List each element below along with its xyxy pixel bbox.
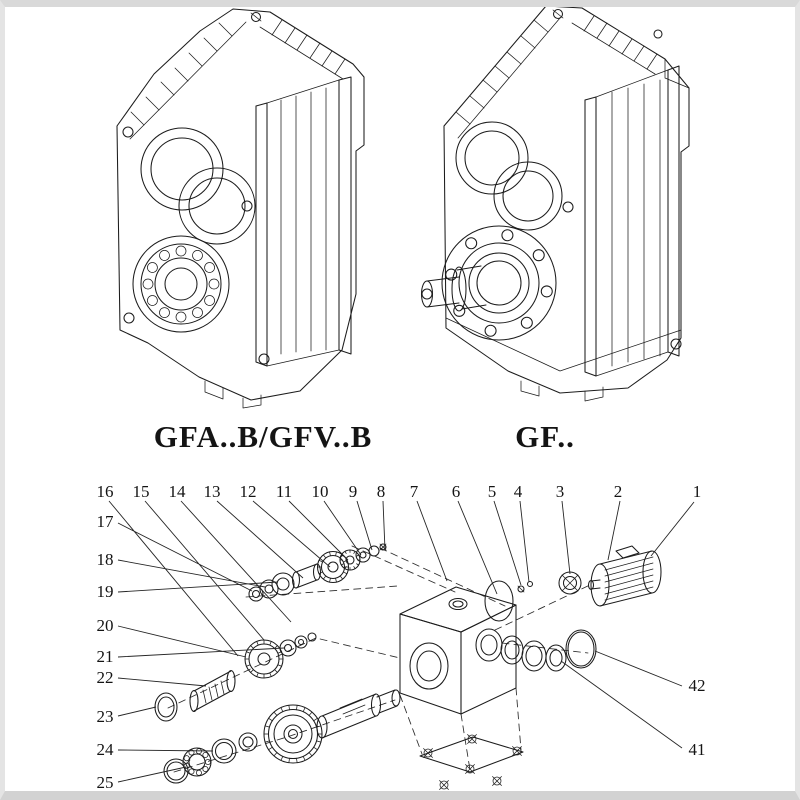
part-callout-18: 18 [97, 550, 114, 569]
gearbox-line-drawing-left [116, 8, 365, 409]
part-callout-42: 42 [689, 676, 706, 695]
part-callout-9: 9 [349, 482, 358, 501]
model-label-left: GFA..B/GFV..B [154, 419, 373, 454]
part-callout-22: 22 [97, 668, 114, 687]
part-callout-7: 7 [410, 482, 419, 501]
part-callout-12: 12 [240, 482, 257, 501]
part-callout-2: 2 [614, 482, 623, 501]
part-callout-11: 11 [276, 482, 292, 501]
part-callout-24: 24 [97, 740, 115, 759]
callout-leader-lines [108, 500, 695, 783]
part-callout-3: 3 [556, 482, 565, 501]
part-callout-8: 8 [377, 482, 386, 501]
model-label-right: GF.. [515, 419, 575, 454]
part-callout-1: 1 [693, 482, 702, 501]
part-callout-5: 5 [488, 482, 497, 501]
part-callout-16: 16 [97, 482, 114, 501]
part-callout-19: 19 [97, 582, 114, 601]
part-callout-17: 17 [97, 512, 115, 531]
bearing-balls-detail [142, 245, 220, 323]
part-callout-20: 20 [97, 616, 114, 635]
gearbox-line-drawing-right [420, 5, 690, 402]
callout-numbers: 16 15 14 13 12 11 10 9 8 7 6 5 4 3 2 1 1… [97, 482, 706, 792]
part-callout-23: 23 [97, 707, 114, 726]
part-callout-6: 6 [452, 482, 461, 501]
part-callout-41: 41 [689, 740, 706, 759]
part-callout-10: 10 [312, 482, 329, 501]
part-callout-14: 14 [169, 482, 187, 501]
part-callout-13: 13 [204, 482, 221, 501]
part-callout-21: 21 [97, 647, 114, 666]
flange-bolt-holes [445, 229, 553, 337]
part-callout-25: 25 [97, 773, 114, 792]
part-callout-4: 4 [514, 482, 523, 501]
part-callout-15: 15 [133, 482, 150, 501]
